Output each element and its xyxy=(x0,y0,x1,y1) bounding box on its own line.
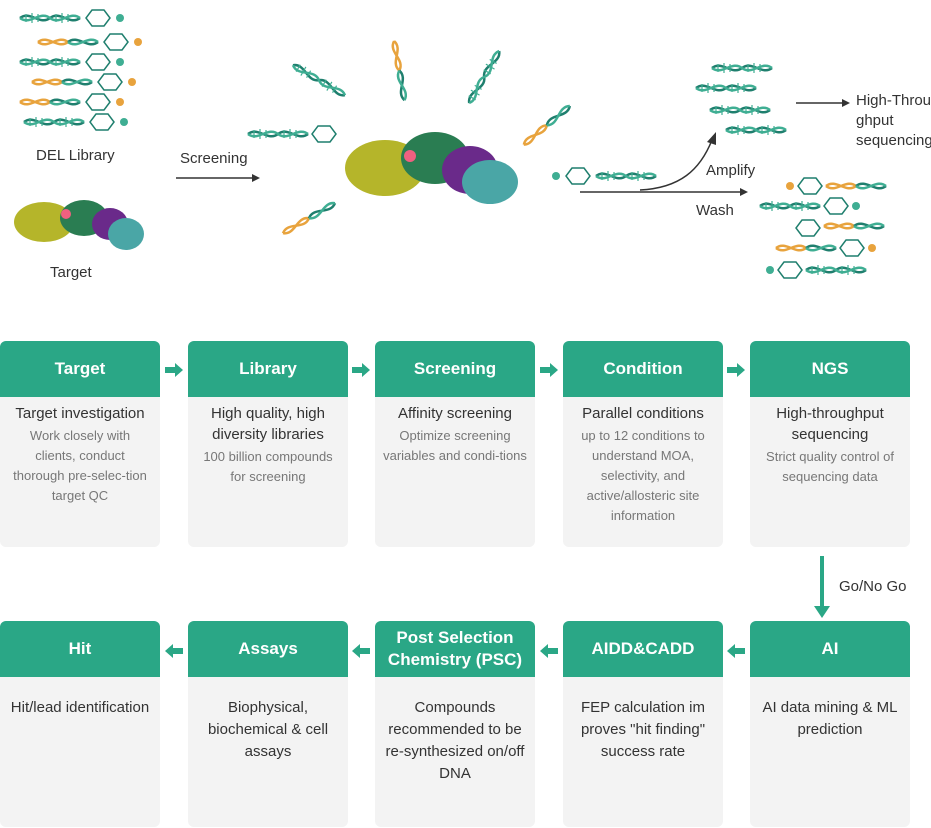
amplified-dna xyxy=(694,61,788,137)
step-header: Hit xyxy=(0,621,160,677)
step-header: Library xyxy=(188,341,348,397)
target-protein xyxy=(14,200,144,250)
step-description: up to 12 conditions to understand MOA, s… xyxy=(581,428,705,523)
step-header: Assays xyxy=(188,621,348,677)
del-workflow-illustration xyxy=(14,9,888,279)
step-title: Hit/lead identification xyxy=(10,699,150,716)
step-description: Strict quality control of sequencing dat… xyxy=(766,449,894,484)
step-title: Parallel conditions xyxy=(582,405,704,422)
step-card-hit: Hit Hit/lead identification xyxy=(0,621,160,827)
protein-complex xyxy=(345,132,518,204)
step-card-psc: Post Selection Chemistry (PSC) Compounds… xyxy=(375,621,535,827)
step-header: NGS xyxy=(750,341,910,397)
arrow-right-icon xyxy=(540,363,558,377)
step-header: Screening xyxy=(375,341,535,397)
step-header: AI xyxy=(750,621,910,677)
step-title: Affinity screening xyxy=(398,405,512,422)
amplify-label: Amplify xyxy=(706,162,756,179)
step-title: AI data mining & ML prediction xyxy=(762,699,898,738)
arrow-left-icon xyxy=(727,644,745,658)
step-title: Compounds recommended to be re-synthesiz… xyxy=(385,699,525,782)
arrow-left-icon xyxy=(540,644,558,658)
step-card-aidd-cadd: AIDD&CADD FEP calculation im proves "hit… xyxy=(563,621,723,827)
arrow-down-icon xyxy=(814,556,830,618)
step-title: High-throughput sequencing xyxy=(776,405,884,443)
target-label: Target xyxy=(50,264,92,281)
go-no-go-label: Go/No Go xyxy=(839,578,907,595)
step-card-target: Target Target investigation Work closely… xyxy=(0,341,160,547)
arrow-left-icon xyxy=(165,644,183,658)
step-card-assays: Assays Biophysical, biochemical & cell a… xyxy=(188,621,348,827)
step-title: High quality, high diversity libraries xyxy=(211,405,325,443)
step-title: FEP calculation im proves "hit finding" … xyxy=(580,699,706,760)
arrow-left-icon xyxy=(352,644,370,658)
step-description: Work closely with clients, conduct thoro… xyxy=(13,428,147,503)
washed-strands xyxy=(758,177,888,279)
step-header: Target xyxy=(0,341,160,397)
step-header: Post Selection Chemistry (PSC) xyxy=(375,621,535,677)
arrow-right-icon xyxy=(352,363,370,377)
step-header: AIDD&CADD xyxy=(563,621,723,677)
step-title: Biophysical, biochemical & cell assays xyxy=(207,699,329,760)
step-card-condition: Condition Parallel conditions up to 12 c… xyxy=(563,341,723,547)
step-description: 100 billion compounds for screening xyxy=(203,449,333,484)
step-card-ngs: NGS High-throughput sequencing Strict qu… xyxy=(750,341,910,547)
del-library-label: DEL Library xyxy=(36,147,115,164)
step-card-ai: AI AI data mining & ML prediction xyxy=(750,621,910,827)
wash-label: Wash xyxy=(696,202,734,219)
step-header: Condition xyxy=(563,341,723,397)
arrow-right-icon xyxy=(727,363,745,377)
hts-label: High-Throu ghput sequencing xyxy=(856,92,931,149)
screening-label: Screening xyxy=(180,150,248,167)
step-card-library: Library High quality, high diversity lib… xyxy=(188,341,348,547)
step-description: Optimize screening variables and condi-t… xyxy=(383,428,527,463)
arrow-right-icon xyxy=(165,363,183,377)
del-library-strands xyxy=(18,9,142,131)
step-card-screening: Screening Affinity screening Optimize sc… xyxy=(375,341,535,547)
step-title: Target investigation xyxy=(15,405,145,422)
